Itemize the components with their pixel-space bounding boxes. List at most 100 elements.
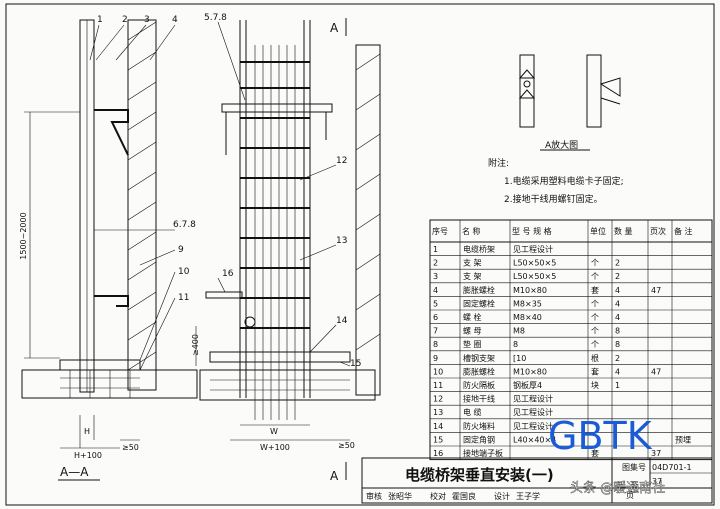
table-cell: L40×40×4	[513, 435, 556, 444]
tray-rungs	[240, 61, 310, 329]
table-cell: 47	[651, 367, 661, 376]
notes-heading: 附注:	[488, 157, 509, 169]
table-cell: 8	[615, 327, 620, 336]
table-cell: 个	[591, 340, 599, 349]
table-cell: 个	[591, 259, 599, 268]
table-cell: M10×80	[513, 367, 547, 376]
table-cell: 9	[433, 354, 438, 363]
table-cell: 8	[513, 340, 518, 349]
dim-h: H	[84, 427, 90, 436]
table-cell: M8×40	[513, 313, 542, 322]
table-cell: L50×50×5	[513, 272, 556, 281]
table-header-cell: 序号	[432, 226, 448, 236]
table-cell: 2	[615, 354, 620, 363]
table-cell: 见工程设计	[513, 421, 553, 431]
table-cell: 3	[433, 272, 438, 281]
table-cell: 1	[433, 245, 438, 254]
table-cell: 膨胀螺栓	[463, 366, 495, 376]
section-view-a-a: 1500~2000 H H+100 ≥50 A—A 1 2 3 4 6.7.8 …	[19, 15, 198, 481]
floor-slab-left	[21, 369, 198, 399]
table-cell: 防火堵料	[463, 421, 495, 431]
table-header-cell: 备 注	[674, 226, 693, 236]
table-cell: L50×50×5	[513, 259, 556, 268]
table-cell: 固定螺栓	[463, 298, 495, 308]
table-cell: 4	[615, 313, 620, 322]
attribution-text: 头条 @暖通南社	[570, 480, 665, 496]
table-cell: 见工程设计	[513, 407, 553, 417]
table-cell: 见工程设计	[513, 394, 553, 404]
table-cell: 10	[433, 367, 443, 376]
dim-gap-left: ≥50	[122, 443, 139, 452]
table-cell: 见工程设计	[513, 244, 553, 254]
front-view: A A	[191, 13, 381, 483]
page-number: 37	[652, 477, 662, 486]
table-cell: 16	[433, 449, 443, 458]
table-cell: 防火隔板	[463, 380, 495, 390]
table-cell: 14	[433, 422, 443, 431]
page-label: 页	[626, 491, 634, 500]
ground-terminal-plate	[205, 291, 243, 299]
table-cell: 37	[651, 449, 661, 458]
table-cell: 套	[591, 285, 599, 295]
dim-ge400: ≥400	[191, 334, 200, 356]
left-wall	[127, 19, 157, 391]
table-cell: 2	[615, 272, 620, 281]
callout-4: 4	[172, 15, 178, 25]
right-wall	[355, 44, 381, 396]
table-cell: 套	[591, 448, 599, 458]
table-cell: 4	[433, 286, 438, 295]
table-row: 14 防火堵料 见工程设计	[433, 421, 553, 431]
table-cell: 个	[591, 313, 599, 322]
table-cell: 个	[591, 327, 599, 336]
table-header-cell: 页次	[650, 226, 666, 236]
note-2: 2.接地干线用螺钉固定。	[504, 193, 603, 205]
callout-1: 1	[97, 15, 103, 25]
table-cell: 6	[433, 313, 438, 322]
dim-height-range: 1500~2000	[19, 212, 28, 259]
table-cell: 根	[591, 353, 599, 363]
table-header-cell: 数 量	[614, 226, 633, 236]
section-title: A—A	[60, 465, 89, 479]
table-cell: M10×80	[513, 286, 547, 295]
callout-16: 16	[222, 269, 234, 279]
title-block: 电缆桥架垂直安装(一) 图集号 04D701-1 页 37 审核 张昭华 校对 …	[361, 457, 713, 504]
table-cell: 8	[433, 340, 438, 349]
signoff-role-review: 审核	[366, 491, 382, 501]
table-cell: M8×35	[513, 299, 542, 308]
table-header-cell: 名 称	[462, 226, 481, 236]
section-mark-bottom: A	[330, 469, 339, 483]
atlas-label: 图集号	[622, 462, 646, 472]
drawing-title: 电缆桥架垂直安装(一)	[405, 466, 554, 484]
table-cell: 2	[433, 259, 438, 268]
floor-slab-right	[199, 369, 376, 401]
callout-12: 12	[336, 156, 347, 166]
callout-9: 9	[178, 245, 184, 255]
atlas-number: 04D701-1	[652, 463, 692, 472]
callout-10: 10	[178, 267, 190, 277]
table-cell: 支 架	[463, 271, 482, 281]
table-cell: 15	[433, 435, 443, 444]
table-cell: 12	[433, 395, 443, 404]
table-cell: 固定角钢	[463, 434, 495, 444]
callout-15: 15	[350, 359, 361, 369]
table-cell: 垫 圈	[463, 339, 482, 349]
detail-a: A放大图	[518, 54, 621, 151]
table-cell: [10	[513, 354, 526, 363]
table-cell: 螺 栓	[463, 312, 482, 322]
callout-3: 3	[144, 15, 150, 25]
table-cell: 4	[615, 299, 620, 308]
sheet-border	[5, 3, 715, 506]
signoff-role-check: 校对	[430, 491, 446, 501]
table-cell: 接地端子板	[463, 448, 503, 458]
